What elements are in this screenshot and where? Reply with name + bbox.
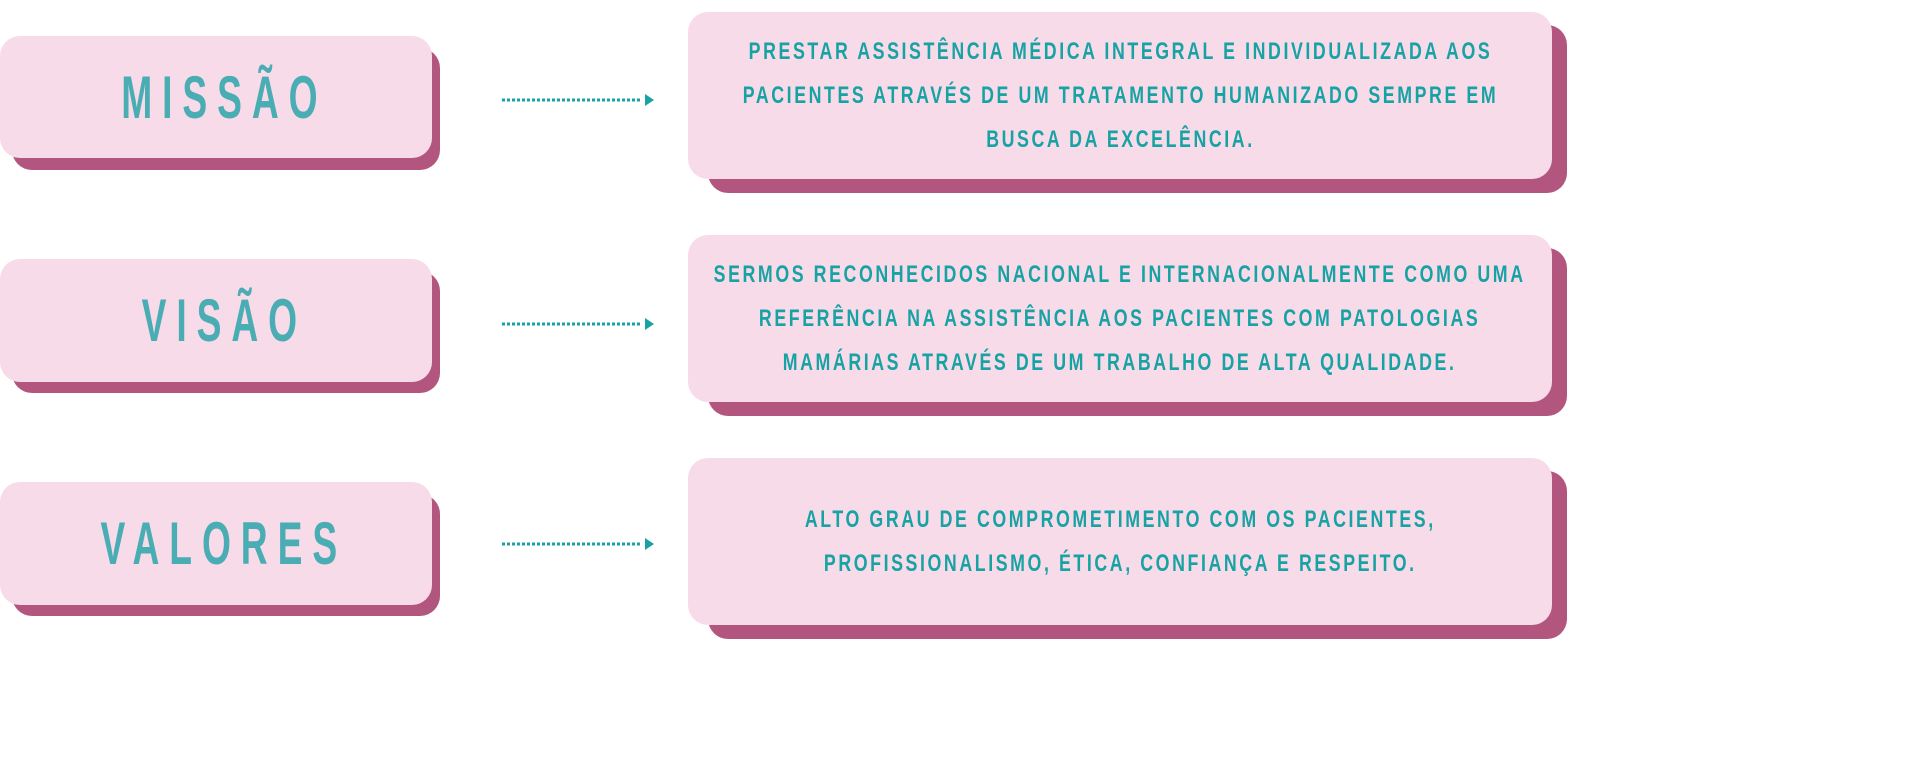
arrow-icon [502, 538, 654, 550]
desc-line: REFERÊNCIA NA ASSISTÊNCIA AOS PACIENTES … [759, 304, 1481, 332]
valores-desc: ALTO GRAU DE COMPROMETIMENTO COM OS PACI… [805, 498, 1436, 586]
missao-desc: PRESTAR ASSISTÊNCIA MÉDICA INTEGRAL E IN… [742, 30, 1498, 162]
visao-title: VISÃO [141, 287, 307, 354]
visao-desc: SERMOS RECONHECIDOS NACIONAL E INTERNACI… [714, 253, 1526, 385]
desc-line: SERMOS RECONHECIDOS NACIONAL E INTERNACI… [714, 260, 1526, 288]
desc-line: PROFISSIONALISMO, ÉTICA, CONFIANÇA E RES… [823, 549, 1417, 577]
missao-title-box: MISSÃO [0, 36, 432, 158]
valores-title-box: VALORES [0, 482, 432, 605]
desc-line: MAMÁRIAS ATRAVÉS DE UM TRABALHO DE ALTA … [783, 348, 1457, 376]
desc-line: ALTO GRAU DE COMPROMETIMENTO COM OS PACI… [804, 505, 1436, 533]
valores-title: VALORES [100, 510, 348, 577]
desc-line: PACIENTES ATRAVÉS DE UM TRATAMENTO HUMAN… [742, 81, 1498, 109]
arrow-icon [502, 94, 654, 106]
arrow-icon [502, 318, 654, 330]
missao-desc-box: PRESTAR ASSISTÊNCIA MÉDICA INTEGRAL E IN… [688, 12, 1552, 179]
valores-desc-box: ALTO GRAU DE COMPROMETIMENTO COM OS PACI… [688, 458, 1552, 625]
desc-line: PRESTAR ASSISTÊNCIA MÉDICA INTEGRAL E IN… [748, 37, 1492, 65]
visao-desc-box: SERMOS RECONHECIDOS NACIONAL E INTERNACI… [688, 235, 1552, 402]
visao-title-box: VISÃO [0, 259, 432, 382]
desc-line: BUSCA DA EXCELÊNCIA. [985, 125, 1255, 153]
missao-title: MISSÃO [120, 63, 328, 131]
